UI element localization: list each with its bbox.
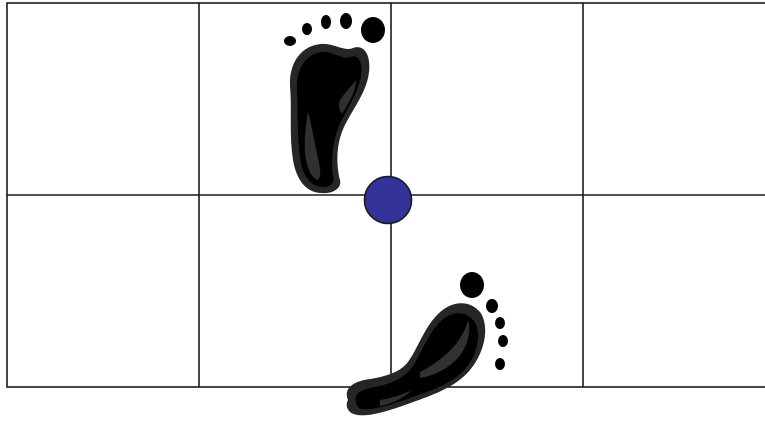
footprint-right-icon	[347, 272, 508, 415]
footprint-left-icon	[284, 13, 385, 193]
center-marker-dot	[365, 177, 412, 224]
